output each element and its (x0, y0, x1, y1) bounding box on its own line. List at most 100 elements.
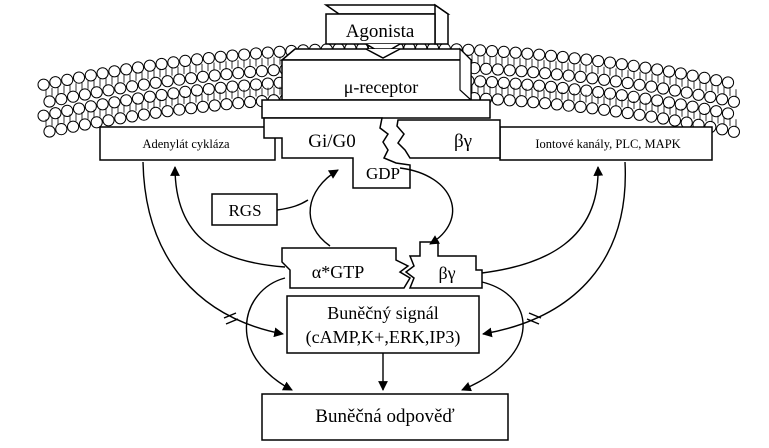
lipid-head (710, 105, 723, 118)
break-mark-left-1 (223, 312, 237, 319)
lipid-head (131, 61, 145, 74)
lipid-head (657, 112, 670, 125)
arrows (142, 161, 626, 392)
lipid-head (84, 100, 97, 113)
lipid-head (55, 123, 68, 136)
lipid-head (126, 110, 139, 123)
lipid-head (43, 125, 56, 138)
lipid-head (273, 45, 286, 58)
beta-gamma-bottom-label: βγ (438, 263, 455, 283)
lipid-head (485, 76, 499, 89)
lipid-head (562, 99, 575, 112)
lipid-head (220, 98, 233, 111)
lipid-head (686, 69, 699, 82)
lipid-head (49, 76, 62, 89)
lipid-head (474, 75, 487, 88)
lipid-head (196, 100, 209, 113)
lipid-head (462, 43, 475, 56)
lipid-head (226, 49, 239, 62)
lipid-head (220, 68, 233, 81)
lipid-head (598, 103, 611, 116)
lipid-head (137, 78, 150, 91)
lipid-head (627, 59, 640, 73)
lipid-head (550, 98, 564, 111)
lipid-head (96, 67, 109, 80)
receptor-lower-step (261, 99, 491, 119)
agonist-block-side (434, 3, 449, 45)
lipid-head (497, 76, 510, 90)
lipid-head (208, 99, 221, 112)
lipid-head (609, 75, 623, 88)
lipid-head (710, 74, 723, 87)
lipid-head (533, 79, 546, 92)
break-mark-right-2 (526, 318, 540, 325)
lipid-head (214, 81, 227, 94)
lipid-head (155, 88, 168, 102)
lipid-head (633, 78, 646, 91)
lipid-head (161, 105, 174, 118)
lipid-head (562, 69, 575, 82)
lipid-head (261, 46, 274, 59)
lipid-head (668, 84, 682, 97)
break-mark-left-2 (225, 318, 239, 325)
lipid-head (698, 71, 711, 85)
arrow-gdp-to-alpha-gtp (399, 167, 454, 245)
lipid-head (645, 110, 658, 123)
lipid-head (527, 66, 540, 79)
rgs-label: RGS (228, 201, 261, 220)
lipid-head (185, 72, 198, 85)
lipid-head (568, 83, 581, 96)
lipid-head (509, 46, 522, 59)
lipid-head (249, 78, 263, 91)
lipid-head (137, 108, 150, 121)
lipid-head (173, 73, 186, 86)
lipid-head (202, 83, 215, 96)
lipid-head (61, 73, 74, 87)
lipid-head (539, 97, 552, 110)
lipid-head (491, 93, 504, 106)
lipid-head (155, 57, 168, 71)
lipid-head (108, 65, 121, 78)
lipid-head (167, 56, 180, 69)
lipid-head (633, 108, 646, 121)
receptor-block (261, 47, 491, 119)
lipid-head (202, 52, 215, 65)
lipid-head (179, 85, 192, 99)
lipid-head (627, 90, 640, 104)
lipid-head (208, 69, 221, 82)
lipid-head (196, 70, 209, 83)
lipid-head (621, 76, 634, 90)
arrow-alpha-to-adenylate (170, 166, 286, 268)
arrow-alpha-to-response (245, 277, 293, 391)
lipid-head (491, 63, 504, 76)
lipid-head (539, 67, 552, 80)
lipid-head (126, 80, 139, 93)
lipid-head (143, 90, 156, 103)
lipid-head (574, 100, 587, 114)
lipid-head (521, 47, 534, 60)
lipid-head (544, 80, 558, 93)
rgs-line (276, 199, 309, 211)
lipid-head (238, 48, 251, 61)
lipid-head (568, 52, 581, 65)
beta-gamma-bottom-shape (404, 241, 483, 289)
lipid-head (49, 107, 62, 120)
lipid-head (580, 84, 593, 97)
lipid-head (261, 77, 274, 90)
lipid-head (102, 84, 115, 97)
lipid-head (78, 118, 92, 131)
lipid-head (96, 98, 109, 111)
lipid-head (550, 68, 564, 81)
lipid-head (267, 64, 280, 77)
cell-signal-line2: (cAMP,K+,ERK,IP3) (306, 327, 461, 348)
lipid-head (474, 44, 487, 57)
lipid-head (485, 45, 499, 58)
alpha-gtp-shape (281, 247, 412, 289)
lipid-head (698, 102, 711, 116)
adenylate-cyclase-label: Adenylát cykláza (142, 137, 230, 151)
lipid-head (244, 65, 257, 79)
lipid-head (603, 56, 617, 69)
lipid-head (108, 96, 121, 109)
